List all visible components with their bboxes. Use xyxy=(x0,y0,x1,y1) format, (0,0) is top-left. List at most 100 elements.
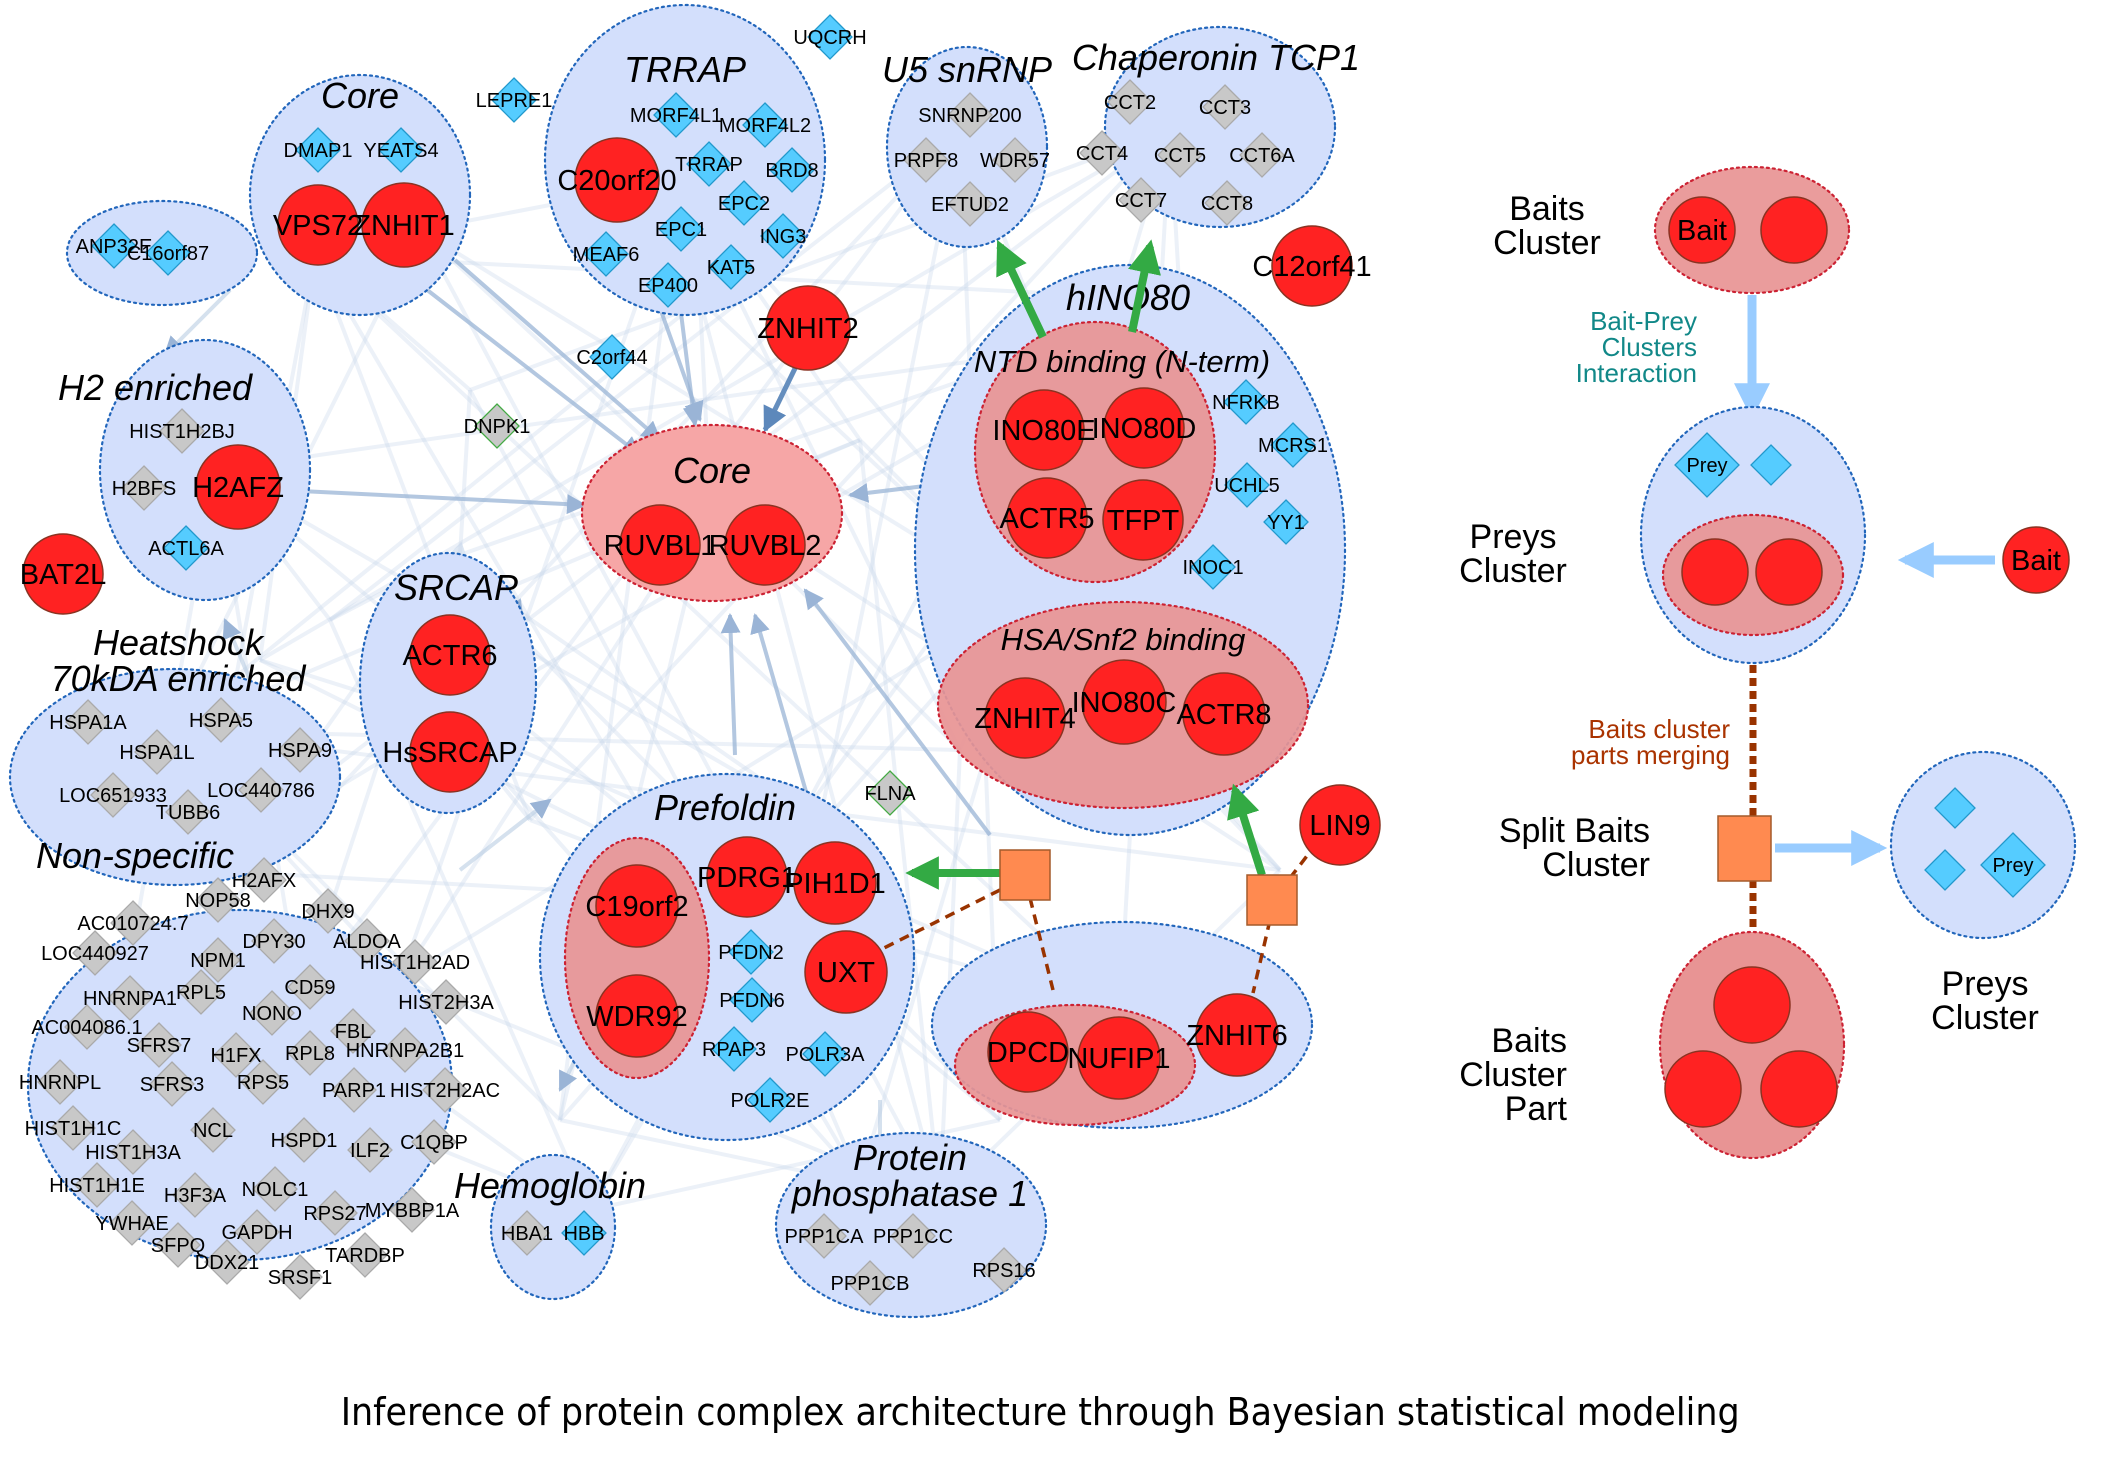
prey-node-sfpq[interactable]: SFPQ xyxy=(151,1222,205,1268)
bait-node-c20orf20[interactable]: C20orf20 xyxy=(557,137,677,223)
prey-node-loc651933[interactable]: LOC651933 xyxy=(59,772,167,818)
split-baits-node[interactable] xyxy=(1246,874,1298,926)
prey-node-aldoa[interactable]: ALDOA xyxy=(333,918,402,964)
bait-node-dpcd[interactable]: DPCD xyxy=(987,1011,1069,1093)
prey-node-unlabeled[interactable] xyxy=(1924,849,1966,891)
prey-node-prey[interactable]: Prey xyxy=(1980,832,2046,898)
prey-node-dmap1[interactable]: DMAP1 xyxy=(284,127,353,173)
prey-node-cct6a[interactable]: CCT6A xyxy=(1229,132,1295,178)
prey-node-fbl[interactable]: FBL xyxy=(330,1008,376,1054)
prey-node-hbb[interactable]: HBB xyxy=(561,1210,607,1256)
bait-node-vps72[interactable]: VPS72 xyxy=(273,184,363,266)
prey-node-rps5[interactable]: RPS5 xyxy=(237,1059,289,1105)
prey-node-loc440927[interactable]: LOC440927 xyxy=(41,930,149,976)
prey-node-hba1[interactable]: HBA1 xyxy=(501,1210,553,1256)
prey-node-hist1h1c[interactable]: HIST1H1C xyxy=(25,1105,122,1151)
bait-node-pdrg1[interactable]: PDRG1 xyxy=(697,836,797,918)
prey-node-rpl8[interactable]: RPL8 xyxy=(285,1030,335,1076)
prey-node-meaf6[interactable]: MEAF6 xyxy=(573,231,640,277)
prey-node-yy1[interactable]: YY1 xyxy=(1263,499,1309,545)
bait-node-c12orf41[interactable]: C12orf41 xyxy=(1252,225,1372,307)
prey-node-epc2[interactable]: EPC2 xyxy=(718,180,770,226)
prey-node-cct2[interactable]: CCT2 xyxy=(1104,79,1156,125)
prey-node-cd59[interactable]: CD59 xyxy=(284,964,336,1010)
prey-node-ac004086-1[interactable]: AC004086.1 xyxy=(31,1004,143,1050)
prey-node-wdr57[interactable]: WDR57 xyxy=(980,137,1050,183)
prey-node-ddx21[interactable]: DDX21 xyxy=(195,1239,259,1285)
prey-node-hist1h1e[interactable]: HIST1H1E xyxy=(49,1162,145,1208)
bait-node-unlabeled[interactable] xyxy=(1713,966,1791,1044)
prey-node-hspa9[interactable]: HSPA9 xyxy=(268,727,332,773)
prey-node-kat5[interactable]: KAT5 xyxy=(707,244,756,290)
split-baits-node[interactable] xyxy=(999,849,1051,901)
bait-node-ino80e[interactable]: INO80E xyxy=(992,389,1096,471)
bait-node-ruvbl1[interactable]: RUVBL1 xyxy=(604,504,717,586)
prey-node-npm1[interactable]: NPM1 xyxy=(190,937,246,983)
prey-node-morf4l1[interactable]: MORF4L1 xyxy=(630,92,722,138)
prey-node-gapdh[interactable]: GAPDH xyxy=(221,1209,293,1255)
prey-node-hspa5[interactable]: HSPA5 xyxy=(189,697,253,743)
prey-node-cct7[interactable]: CCT7 xyxy=(1115,177,1167,223)
prey-node-c16orf87[interactable]: C16orf87 xyxy=(127,230,209,276)
prey-node-dnpk1[interactable]: DNPK1 xyxy=(464,403,531,449)
prey-node-ep400[interactable]: EP400 xyxy=(638,262,698,308)
bait-node-bait[interactable]: Bait xyxy=(1668,196,1736,264)
prey-node-srsf1[interactable]: SRSF1 xyxy=(268,1254,332,1300)
prey-node-nop58[interactable]: NOP58 xyxy=(185,877,251,923)
prey-node-tardbp[interactable]: TARDBP xyxy=(325,1232,405,1278)
prey-node-ywhae[interactable]: YWHAE xyxy=(95,1200,169,1246)
prey-node-sfrs7[interactable]: SFRS7 xyxy=(127,1022,191,1068)
prey-node-c1qbp[interactable]: C1QBP xyxy=(400,1119,468,1165)
bait-node-actr5[interactable]: ACTR5 xyxy=(999,477,1095,559)
prey-node-yeats4[interactable]: YEATS4 xyxy=(363,127,439,173)
prey-node-nfrkb[interactable]: NFRKB xyxy=(1212,379,1280,425)
prey-node-trrap[interactable]: TRRAP xyxy=(675,141,743,187)
prey-node-cct8[interactable]: CCT8 xyxy=(1201,180,1253,226)
prey-node-loc440786[interactable]: LOC440786 xyxy=(207,767,315,813)
prey-node-hnrnpl[interactable]: HNRNPL xyxy=(19,1059,101,1105)
bait-node-nufip1[interactable]: NUFIP1 xyxy=(1067,1016,1171,1100)
bait-node-unlabeled[interactable] xyxy=(1760,1050,1838,1128)
prey-node-inoc1[interactable]: INOC1 xyxy=(1182,544,1244,590)
prey-node-hist2h2ac[interactable]: HIST2H2AC xyxy=(390,1067,500,1113)
bait-node-unlabeled[interactable] xyxy=(1755,538,1823,606)
prey-node-unlabeled[interactable] xyxy=(1750,444,1792,486)
prey-node-h1fx[interactable]: H1FX xyxy=(210,1032,262,1078)
prey-node-uchl5[interactable]: UCHL5 xyxy=(1214,462,1280,508)
bait-node-ino80d[interactable]: INO80D xyxy=(1092,387,1197,469)
prey-node-hist2h3a[interactable]: HIST2H3A xyxy=(398,979,494,1025)
prey-node-cct5[interactable]: CCT5 xyxy=(1154,132,1206,178)
prey-node-uqcrh[interactable]: UQCRH xyxy=(793,14,867,60)
prey-node-ilf2[interactable]: ILF2 xyxy=(347,1127,393,1173)
prey-node-epc1[interactable]: EPC1 xyxy=(655,206,707,252)
prey-node-ppp1cb[interactable]: PPP1CB xyxy=(831,1260,910,1306)
prey-node-hspd1[interactable]: HSPD1 xyxy=(271,1117,338,1163)
prey-node-hist1h2ad[interactable]: HIST1H2AD xyxy=(360,939,470,985)
prey-node-rps27[interactable]: RPS27 xyxy=(303,1190,367,1236)
prey-node-brd8[interactable]: BRD8 xyxy=(765,147,819,193)
bait-node-unlabeled[interactable] xyxy=(1664,1050,1742,1128)
bait-node-znhit6[interactable]: ZNHIT6 xyxy=(1186,993,1288,1077)
bait-node-actr8[interactable]: ACTR8 xyxy=(1176,672,1272,756)
bait-node-bait[interactable]: Bait xyxy=(2002,526,2070,594)
prey-node-morf4l2[interactable]: MORF4L2 xyxy=(719,102,811,148)
bait-node-unlabeled[interactable] xyxy=(1760,196,1828,264)
bait-node-ino80c[interactable]: INO80C xyxy=(1072,659,1177,745)
prey-node-rps16[interactable]: RPS16 xyxy=(972,1247,1036,1293)
prey-node-tubb6[interactable]: TUBB6 xyxy=(156,789,220,835)
prey-node-actl6a[interactable]: ACTL6A xyxy=(148,525,224,571)
prey-node-eftud2[interactable]: EFTUD2 xyxy=(931,181,1009,227)
prey-node-c2orf44[interactable]: C2orf44 xyxy=(576,334,648,380)
bait-node-h2afz[interactable]: H2AFZ xyxy=(192,444,284,530)
bait-node-ruvbl2[interactable]: RUVBL2 xyxy=(709,504,822,586)
prey-node-ncl[interactable]: NCL xyxy=(190,1107,236,1153)
bait-node-wdr92[interactable]: WDR92 xyxy=(586,974,688,1058)
prey-node-ac010724-7[interactable]: AC010724.7 xyxy=(77,900,189,946)
prey-node-h2bfs[interactable]: H2BFS xyxy=(112,465,176,511)
bait-node-lin9[interactable]: LIN9 xyxy=(1299,784,1381,866)
prey-node-nolc1[interactable]: NOLC1 xyxy=(242,1166,309,1212)
bait-node-uxt[interactable]: UXT xyxy=(804,930,888,1014)
prey-node-lepre1[interactable]: LEPRE1 xyxy=(476,77,553,123)
prey-node-dhx9[interactable]: DHX9 xyxy=(301,888,355,934)
prey-node-hnrnpa1[interactable]: HNRNPA1 xyxy=(83,975,177,1021)
